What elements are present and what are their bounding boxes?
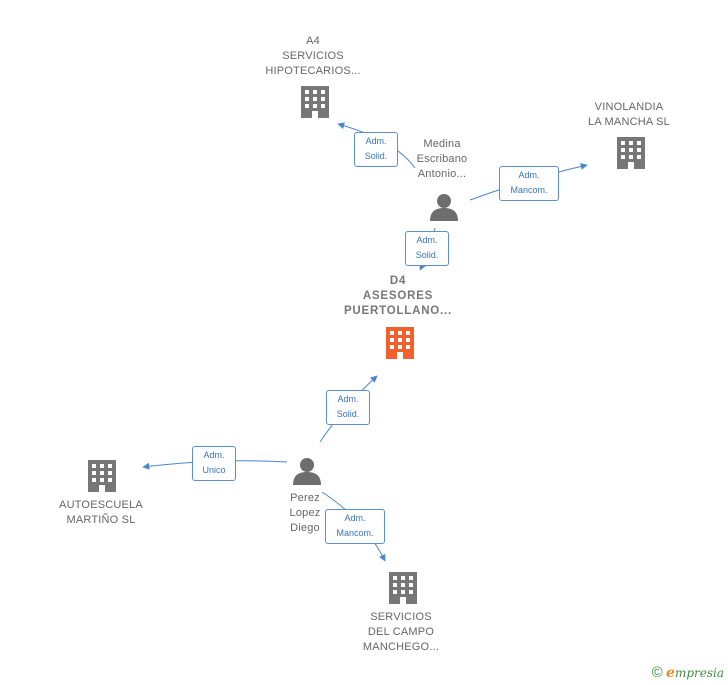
building-icon[interactable] [301,86,329,118]
node-vinolandia-label[interactable]: VINOLANDIA LA MANCHA SL [588,101,670,128]
building-icon[interactable] [88,460,116,492]
node-d4-label[interactable]: D4 ASESORES PUERTOLLANO... [343,275,453,317]
person-icon[interactable] [293,458,321,485]
node-medina-label[interactable]: Medina Escribano Antonio... [416,138,468,180]
node-a4-label[interactable]: A4 SERVICIOS HIPOTECARIOS... [265,35,361,77]
person-icon[interactable] [430,194,458,221]
footer-brand: © empresia [652,664,724,681]
node-autoescuela-label[interactable]: AUTOESCUELA MARTIÑO SL [59,499,143,526]
brand-logo: empresia [666,664,724,681]
building-icon[interactable] [389,572,417,604]
edge-label-medina-d4: Adm. Solid. [405,231,449,266]
edge-label-perez-autoescuela: Adm. Unico [192,446,236,481]
node-servicios-label[interactable]: SERVICIOS DEL CAMPO MANCHEGO... [362,611,440,653]
edge-label-perez-servicios: Adm. Mancom. [325,509,385,544]
edge-label-medina-a4: Adm. Solid. [354,132,398,167]
node-perez-label[interactable]: Perez Lopez Diego [289,492,321,534]
edge-label-perez-d4: Adm. Solid. [326,390,370,425]
building-icon[interactable] [386,327,414,359]
edge-label-medina-vinolandia: Adm. Mancom. [499,166,559,201]
building-icon[interactable] [617,137,645,169]
copyright-icon: © [651,664,663,681]
